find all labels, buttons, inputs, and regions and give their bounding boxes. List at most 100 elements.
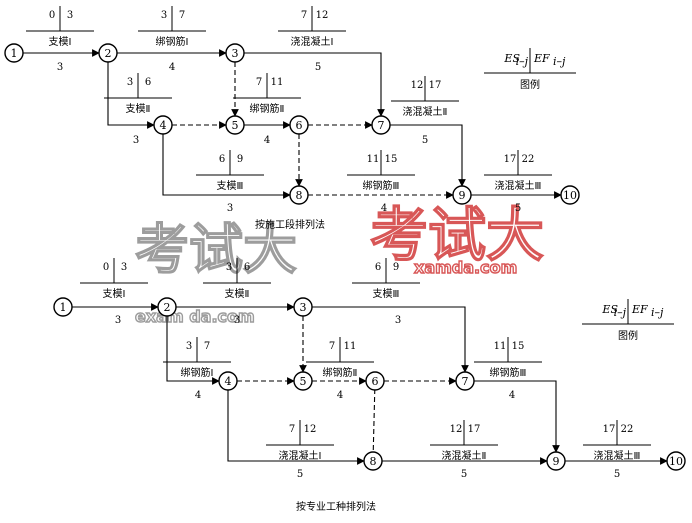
node-number: 3 [300,301,307,314]
activity-ef: 6 [244,262,250,273]
network-node-10: 10 [666,451,686,471]
activity-arrow-3-7 [312,306,469,373]
network-node-6: 6 [289,115,309,135]
watermark-layer: 考试大考试大exam da.comxamda.com [134,200,544,326]
node-number: 7 [462,375,469,388]
activity-ef: 3 [67,10,73,21]
legend-title: 图例 [520,78,540,91]
activity-label-group: 3 6 支模Ⅱ 3 [203,258,271,326]
activity-es: 17 [504,154,517,165]
node-circle [560,185,580,205]
node-circle [157,297,177,317]
activity-name: 绑钢筋Ⅰ [181,366,214,379]
network-node-2: 2 [157,297,177,317]
activity-es: 0 [103,262,109,273]
watermark-text: xamda.com [414,258,517,277]
activity-ef: 11 [344,341,357,352]
activity-es: 11 [494,341,507,352]
activity-es: 7 [329,341,335,352]
activity-duration: 3 [115,315,121,326]
activity-ef: 7 [179,10,185,21]
node-number: 4 [160,119,167,132]
activity-name: 浇混凝土Ⅰ [279,449,322,462]
legend-es-sub: i–j [614,306,627,319]
activity-ef: 6 [145,77,151,88]
node-number: 7 [378,119,385,132]
node-circle [546,451,566,471]
node-number: 8 [370,455,377,468]
network-node-9: 9 [452,185,472,205]
watermark-text: 考试大 [370,201,544,269]
node-circle [53,297,73,317]
network-node-5: 5 [225,115,245,135]
node-number: 4 [225,375,232,388]
legend-ef: EF [631,303,648,316]
node-circle [153,115,173,135]
activity-ef: 15 [385,154,398,165]
activity-arrow-2-4 [107,62,155,129]
node-number: 2 [105,47,112,60]
node-circle [365,371,385,391]
node-number: 9 [553,455,560,468]
activity-name: 浇混凝土Ⅰ [291,35,334,48]
activity-es: 3 [161,10,167,21]
network-node-5: 5 [293,371,313,391]
activity-ef: 3 [121,262,127,273]
activity-duration: 4 [195,390,201,401]
node-circle [225,115,245,135]
activity-arrow-4-8 [162,134,291,199]
network-node-10: 10 [560,185,580,205]
network-node-8: 8 [289,185,309,205]
edges-layer [23,49,668,465]
node-circle [293,371,313,391]
node-circle [289,115,309,135]
network-node-1: 1 [4,43,24,63]
node-number: 1 [11,47,18,60]
activity-name: 绑钢筋Ⅲ [490,366,527,379]
activity-es: 3 [226,262,232,273]
activity-duration: 3 [234,315,240,326]
legend-ef: EF [533,52,550,65]
activity-name: 支模Ⅱ [225,288,250,300]
activity-duration: 5 [297,469,303,480]
network-node-7: 7 [455,371,475,391]
node-number: 9 [459,189,466,202]
activity-ef: 7 [204,341,210,352]
activity-es: 6 [219,154,225,165]
activity-name: 浇混凝土Ⅲ [495,179,542,192]
activity-ef: 22 [621,424,634,435]
node-circle [452,185,472,205]
watermark-text: 考试大 [135,218,297,281]
activity-es: 12 [450,424,463,435]
activity-name: 支模Ⅲ [373,288,400,300]
activity-es: 12 [411,80,424,91]
activity-name: 绑钢筋Ⅱ [323,366,358,379]
legend-title: 图例 [618,329,638,342]
activity-ef: 17 [429,80,442,91]
activity-name: 支模Ⅱ [126,103,151,115]
node-circle [98,43,118,63]
node-number: 5 [300,375,307,388]
network-node-7: 7 [371,115,391,135]
activity-duration: 5 [422,135,428,146]
activity-ef: 17 [468,424,481,435]
activity-ef: 12 [316,10,329,21]
activity-duration: 5 [515,203,521,214]
activity-ef: 12 [304,424,317,435]
network-node-1: 1 [53,297,73,317]
activity-es: 11 [367,154,380,165]
activity-ef: 15 [512,341,525,352]
activity-duration: 5 [461,469,467,480]
